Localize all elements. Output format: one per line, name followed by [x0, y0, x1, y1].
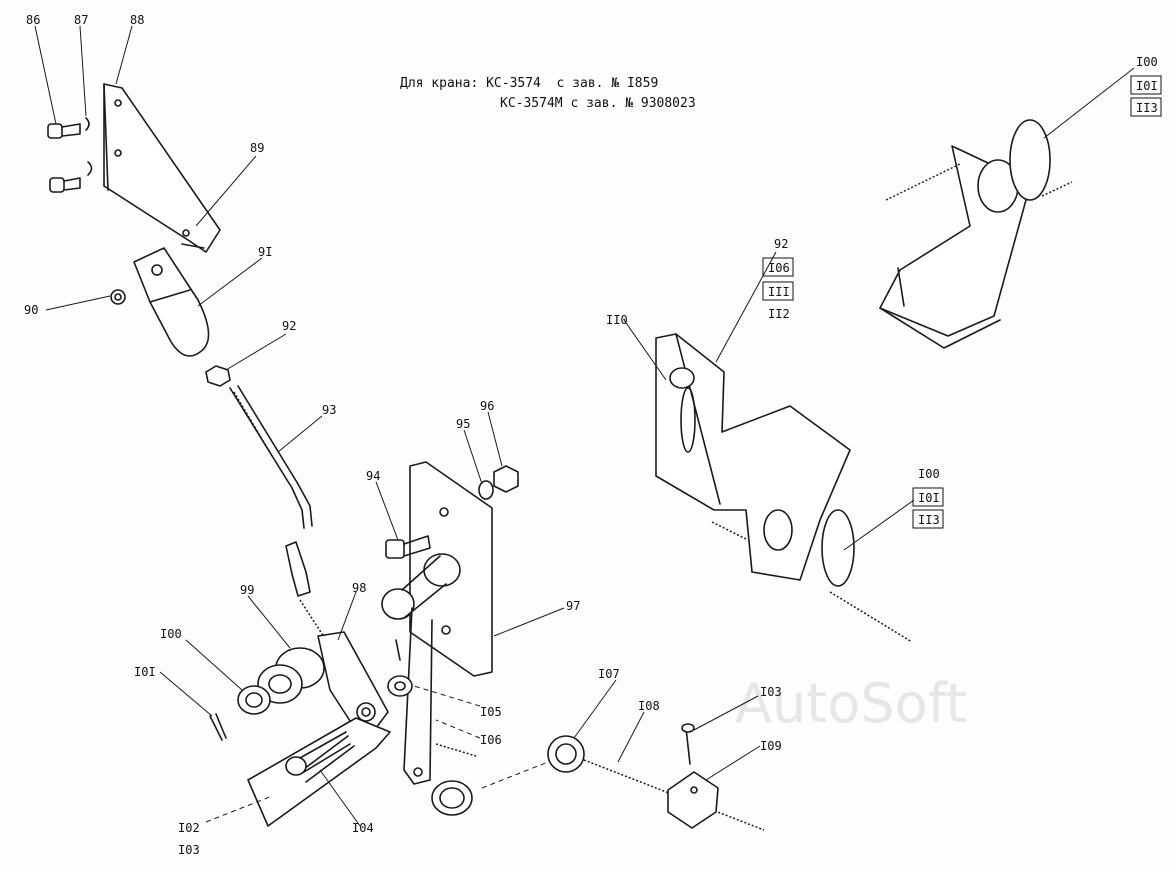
link-arm	[403, 607, 433, 785]
washer-95	[478, 480, 494, 500]
callout-92b: 92	[774, 237, 788, 251]
callout-86: 86	[26, 13, 40, 27]
callout-107: I07	[598, 667, 620, 681]
bracket-upper-right	[879, 119, 1051, 349]
callout-101b: I0I	[918, 491, 940, 505]
header-line-2: КС-3574М с зав. № 9308023	[500, 96, 696, 111]
bracket-88	[103, 83, 221, 253]
callout-112: II2	[768, 307, 790, 321]
callout-89: 89	[250, 141, 264, 155]
block-109	[667, 771, 719, 829]
callout-100b: I00	[918, 467, 940, 481]
bolt-86-lower	[49, 161, 93, 193]
bolt-103	[681, 723, 695, 765]
callout-109: I09	[760, 739, 782, 753]
callout-98: 98	[352, 581, 366, 595]
hose-segment	[285, 541, 327, 641]
watermark: AutoSoft	[735, 672, 967, 735]
callout-110: II0	[606, 313, 628, 327]
callout-113c: II3	[1136, 101, 1158, 115]
cap-106	[431, 780, 473, 816]
callout-94: 94	[366, 469, 380, 483]
callout-numbers: 86 87 88 89 90 9I 92 93 94 95 96 97 98 9…	[24, 13, 1162, 857]
plate-102	[247, 717, 391, 827]
callout-96: 96	[480, 399, 494, 413]
callout-90: 90	[24, 303, 38, 317]
washer-90	[110, 289, 126, 305]
washer-100	[237, 685, 271, 715]
callout-108: I08	[638, 699, 660, 713]
bushing-99	[257, 647, 325, 704]
callout-102: I02	[178, 821, 200, 835]
callout-92a: 92	[282, 319, 296, 333]
header-line-1: Для крана: КС-3574 с зав. № I859	[400, 76, 659, 91]
callout-100a: I00	[160, 627, 182, 641]
callout-106b: I06	[768, 261, 790, 275]
callout-99: 99	[240, 583, 254, 597]
nut-92	[205, 365, 231, 387]
threaded-rod-93	[229, 385, 313, 529]
pin-89	[181, 229, 205, 249]
leader-lines	[34, 25, 1135, 827]
callout-103a: I03	[178, 843, 200, 857]
callout-105: I05	[480, 705, 502, 719]
bolt-86-upper	[47, 117, 90, 139]
roller	[381, 553, 461, 620]
pin-104	[285, 731, 351, 776]
callout-87: 87	[74, 13, 88, 27]
washer-105	[387, 639, 413, 697]
callout-91: 9I	[258, 245, 272, 259]
fork-91	[133, 247, 210, 357]
callout-111: III	[768, 285, 790, 299]
callout-93: 93	[322, 403, 336, 417]
callout-101c: I0I	[1136, 79, 1158, 93]
bracket-110	[655, 333, 855, 587]
callout-95: 95	[456, 417, 470, 431]
lever-98	[317, 631, 389, 729]
callout-100c: I00	[1136, 55, 1158, 69]
callout-113b: II3	[918, 513, 940, 527]
clamp-107	[547, 735, 585, 773]
callout-97: 97	[566, 599, 580, 613]
callout-88: 88	[130, 13, 144, 27]
callout-106a: I06	[480, 733, 502, 747]
spring-106	[435, 743, 477, 757]
nut-96	[493, 465, 519, 493]
cotter-pin-101	[209, 713, 227, 741]
bolt-94	[385, 535, 431, 559]
callout-101a: I0I	[134, 665, 156, 679]
callout-104: I04	[352, 821, 374, 835]
callout-103b: I03	[760, 685, 782, 699]
